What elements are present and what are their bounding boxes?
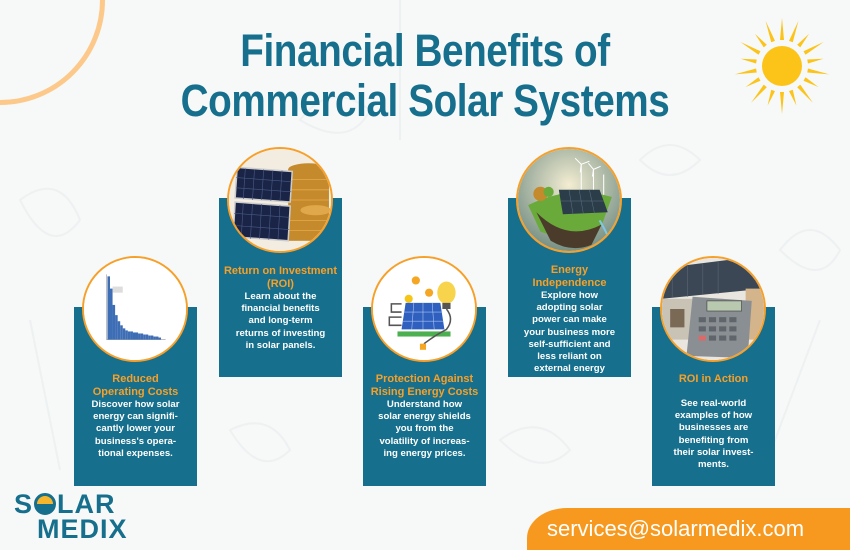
card-heading: Protection Against Rising Energy Costs — [363, 373, 486, 399]
solarmedix-logo: S LAR MEDIX — [14, 489, 128, 544]
desc-line: examples of how — [674, 410, 753, 422]
card-heading-line: (ROI) — [267, 278, 294, 290]
desc-line: Explore how — [540, 290, 599, 301]
card-heading: Return on Investment (ROI) — [219, 265, 342, 291]
logo-line-1: S LAR — [14, 489, 128, 519]
title-line-2: Commercial Solar Systems — [180, 75, 670, 126]
desc-line: See real-world — [680, 398, 747, 409]
desc-line: power can make — [532, 314, 607, 326]
desc-line: energy can signifi- — [93, 411, 178, 423]
desc-line: ments. — [698, 459, 729, 471]
sunrise-o-icon — [34, 493, 57, 515]
desc-line: you from the — [395, 423, 454, 435]
desc-line: adopting solar — [536, 302, 603, 314]
card-heading-line: ROI in Action — [678, 373, 749, 385]
desc-line: benefiting from — [678, 434, 749, 446]
desc-line: businesses are — [678, 422, 749, 434]
card-heading-line: Reduced — [112, 373, 159, 385]
desc-line: self-sufficient and — [528, 338, 611, 350]
desc-line: volatility of increas- — [379, 435, 470, 447]
desc-line: business's opera- — [94, 435, 177, 447]
card-heading: ROI in Action — [652, 373, 775, 386]
card-description: Understand how solar energy shields you … — [363, 399, 486, 460]
card-description: See real-world examples of how businesse… — [652, 398, 775, 471]
card-description: Explore how adopting solar power can mak… — [508, 290, 631, 375]
card-description: Learn about the financial benefits and l… — [219, 291, 342, 352]
solar-island-wind-turbines-image — [516, 147, 622, 253]
desc-line: Learn about the — [244, 291, 317, 302]
card-heading-line: Operating Costs — [92, 386, 179, 398]
sun-icon — [734, 18, 830, 114]
desc-line: external energy — [534, 363, 605, 375]
desc-line: returns of investing — [235, 327, 326, 339]
page-title: Financial Benefits of Commercial Solar S… — [60, 26, 791, 126]
card-heading-line: Protection Against — [375, 373, 474, 385]
logo-line-2: MEDIX — [37, 514, 128, 544]
card-heading-line: Energy — [550, 264, 589, 276]
desc-line: solar energy shields — [378, 411, 471, 423]
card-heading: Reduced Operating Costs — [74, 373, 197, 399]
calculator-house-solar-roof-image — [660, 256, 766, 362]
desc-line: Discover how solar — [91, 399, 180, 410]
card-heading-line: Independence — [532, 277, 607, 289]
desc-line: less reliant on — [537, 351, 602, 363]
card-description: Discover how solar energy can signifi- c… — [74, 399, 197, 460]
desc-line: financial benefits — [241, 303, 320, 315]
desc-line: ing energy prices. — [383, 447, 466, 459]
card-heading-line: Rising Energy Costs — [370, 386, 479, 398]
desc-line: in solar panels. — [245, 339, 316, 351]
desc-line: Understand how — [386, 399, 463, 410]
card-heading: Energy Independence — [508, 264, 631, 290]
contact-email[interactable]: services@solarmedix.com — [527, 508, 850, 550]
desc-line: tional expenses. — [98, 447, 173, 459]
solar-panels-and-coins-image — [227, 147, 333, 253]
solar-panel-bulb-illustration — [371, 256, 477, 362]
desc-line: and long-term — [248, 315, 313, 327]
logo-letters-lar: LAR — [57, 489, 116, 519]
desc-line: your business more — [523, 326, 616, 338]
declining-cost-chart-image — [82, 256, 188, 362]
desc-line: their solar invest- — [673, 446, 754, 458]
desc-line: cantly lower your — [96, 423, 175, 435]
title-line-1: Financial Benefits of — [240, 25, 610, 76]
logo-letter-s: S — [14, 489, 34, 519]
card-heading-line: Return on Investment — [223, 265, 338, 277]
